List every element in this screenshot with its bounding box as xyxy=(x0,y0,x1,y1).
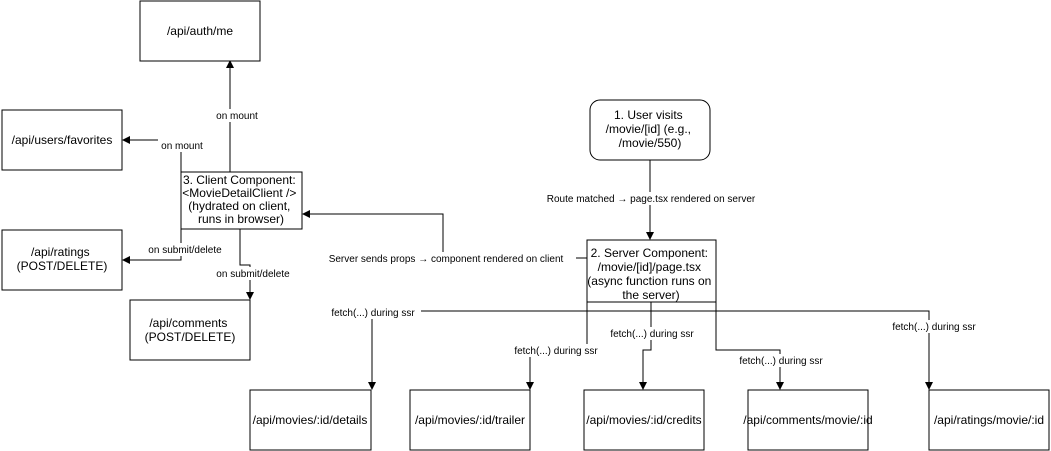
node-comments-movie: /api/comments/movie/:id xyxy=(743,389,873,451)
node-comments-post: /api/comments (POST/DELETE) xyxy=(129,299,251,361)
node-auth-me-label: /api/auth/me xyxy=(167,24,233,38)
label-on-submit-comments: on submit/delete xyxy=(216,269,290,280)
node-users-favorites: /api/users/favorites xyxy=(1,109,123,171)
node-auth-me: /api/auth/me xyxy=(139,0,261,62)
node-movies-trailer: /api/movies/:id/trailer xyxy=(409,389,531,451)
label-fetch-ratings: fetch(...) during ssr xyxy=(892,322,976,333)
label-fetch-details: fetch(...) during ssr xyxy=(331,308,415,319)
edge-client-to-ratings xyxy=(122,229,182,264)
label-fetch-comments: fetch(...) during ssr xyxy=(739,356,823,367)
edge-client-to-comments xyxy=(239,229,254,300)
node-comments-movie-label: /api/comments/movie/:id xyxy=(743,413,872,427)
label-server-sends-props: Server sends props → component rendered … xyxy=(329,254,564,265)
node-ratings-movie-label: /api/ratings/movie/:id xyxy=(934,413,1044,427)
node-client-component-label: 3. Client Component: <MovieDetailClient … xyxy=(182,173,299,226)
label-on-mount-favorites: on mount xyxy=(161,141,203,152)
node-client-component: 3. Client Component: <MovieDetailClient … xyxy=(180,171,303,230)
node-movies-credits: /api/movies/:id/credits xyxy=(583,389,705,451)
node-users-favorites-label: /api/users/favorites xyxy=(12,133,113,147)
edge-server-to-client xyxy=(302,210,587,259)
node-movies-trailer-label: /api/movies/:id/trailer xyxy=(415,413,525,427)
node-server-component-label: 2. Server Component: /movie/[id]/page.ts… xyxy=(587,246,714,302)
edge-server-to-trailer xyxy=(526,294,588,390)
node-movies-credits-label: /api/movies/:id/credits xyxy=(586,413,701,427)
label-fetch-trailer: fetch(...) during ssr xyxy=(514,346,598,357)
node-user-visits-label: 1. User visits /movie/[id] (e.g., /movie… xyxy=(606,108,695,150)
node-server-component: 2. Server Component: /movie/[id]/page.ts… xyxy=(586,239,717,303)
edge-labels: on mount on mount on submit/delete on su… xyxy=(143,109,982,367)
node-movies-details: /api/movies/:id/details xyxy=(249,389,372,451)
node-ratings-post: /api/ratings (POST/DELETE) xyxy=(1,229,123,291)
node-user-visits: 1. User visits /movie/[id] (e.g., /movie… xyxy=(589,99,711,161)
node-movies-details-label: /api/movies/:id/details xyxy=(253,413,368,427)
label-on-mount-auth: on mount xyxy=(216,111,258,122)
node-ratings-movie: /api/ratings/movie/:id xyxy=(928,389,1050,451)
label-fetch-credits: fetch(...) during ssr xyxy=(610,329,694,340)
edge-server-to-comments-movie xyxy=(715,294,784,390)
edge-server-to-credits xyxy=(639,302,652,390)
label-on-submit-ratings: on submit/delete xyxy=(148,245,222,256)
label-route-matched: Route matched → page.tsx rendered on ser… xyxy=(547,194,756,205)
edge-server-to-ratings-movie xyxy=(716,310,933,390)
node-comments-post-label: /api/comments (POST/DELETE) xyxy=(145,316,236,344)
node-ratings-post-label: /api/ratings (POST/DELETE) xyxy=(17,245,108,273)
